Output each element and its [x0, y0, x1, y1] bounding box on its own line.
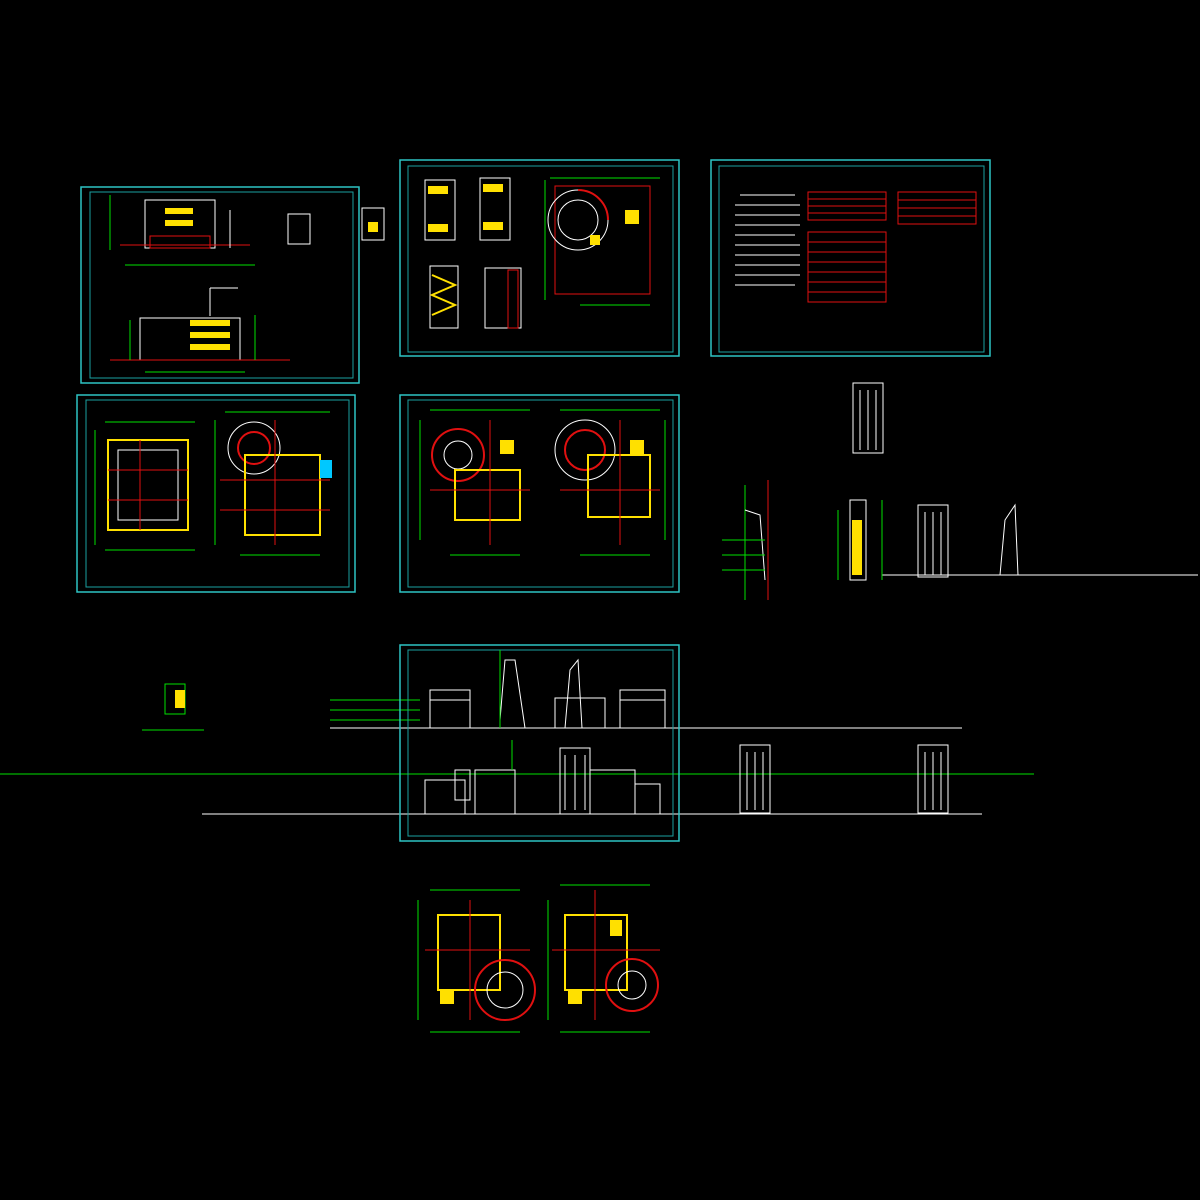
elevation-3	[424, 740, 516, 815]
schedule-table-2	[897, 191, 977, 225]
spiral-stair-plan	[544, 177, 660, 306]
sheet-elevations[interactable]	[399, 644, 680, 842]
floor-plan-right	[554, 409, 666, 556]
sheet-plan-1[interactable]	[76, 394, 356, 593]
loose-plan-pair	[417, 884, 660, 1033]
floor-plan-right	[214, 411, 332, 556]
schedule-table-1	[807, 191, 887, 221]
floor-plan-left	[417, 889, 536, 1033]
loose-wall-details	[142, 480, 883, 731]
sheet-plan-2[interactable]	[399, 394, 680, 593]
sheet-sections[interactable]	[80, 186, 385, 384]
sheet-notes[interactable]	[710, 159, 991, 357]
stair-section-details	[424, 177, 522, 329]
schedule-table-3	[807, 231, 887, 303]
loose-tower-elevations	[739, 382, 1019, 814]
elevation-4	[559, 747, 661, 815]
section-drawing-upper	[109, 195, 385, 266]
floor-plan-right	[547, 884, 660, 1033]
floor-plan-left	[94, 421, 195, 551]
design-notes-text-block	[735, 194, 800, 286]
floor-plan-left	[419, 409, 530, 556]
section-drawing-lower	[110, 287, 290, 373]
elevation-1	[429, 650, 526, 729]
sheet-stair-details[interactable]	[399, 159, 680, 357]
elevation-2	[554, 658, 666, 729]
